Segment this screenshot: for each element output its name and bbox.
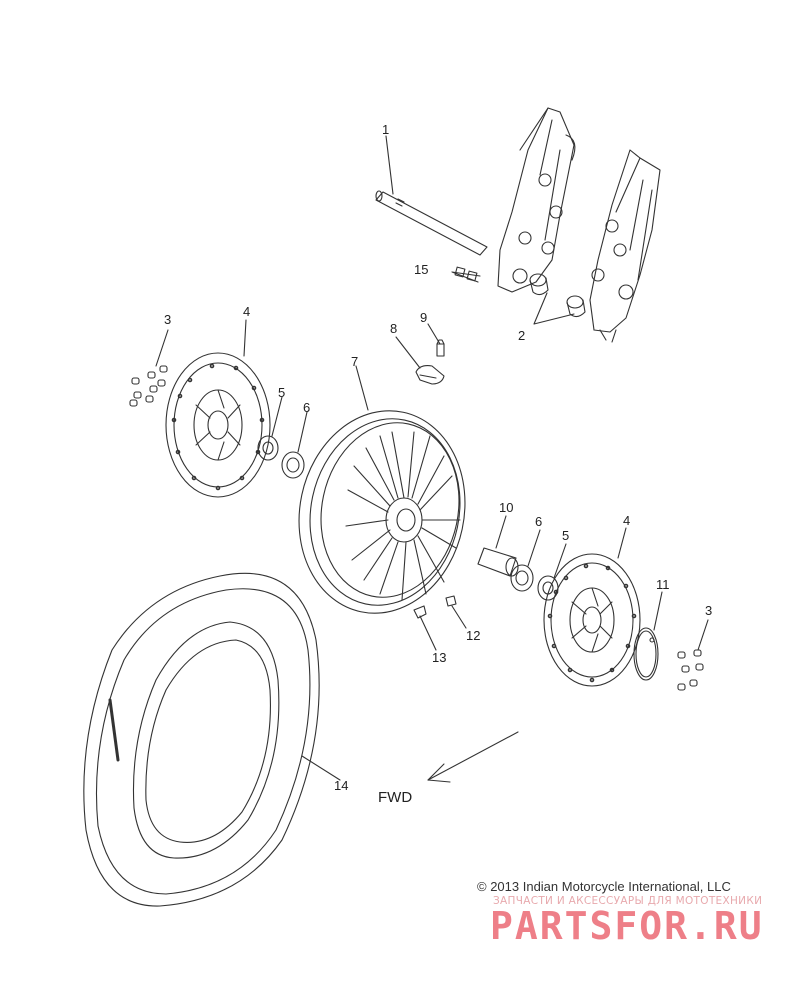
watermark-logo: PARTSFOR.RU <box>490 904 764 948</box>
callout-14: 14 <box>334 778 348 793</box>
spacers <box>529 273 586 325</box>
wheel-spacer <box>477 515 519 577</box>
callout-4: 4 <box>243 304 250 319</box>
tire <box>83 572 341 907</box>
callout-7: 7 <box>351 354 358 369</box>
callout-3-right: 3 <box>705 603 712 618</box>
callout-4-right: 4 <box>623 513 630 528</box>
forward-arrow <box>427 731 519 783</box>
axle <box>375 135 488 256</box>
callout-10: 10 <box>499 500 513 515</box>
brake-rotor-left <box>165 319 271 498</box>
rotor-bolts-left <box>129 329 169 407</box>
watermark-subtitle: ЗАПЧАСТИ И АКСЕССУАРЫ ДЛЯ МОТОТЕХНИКИ <box>493 895 763 907</box>
callout-8: 8 <box>390 321 397 336</box>
callout-15: 15 <box>414 262 428 277</box>
callout-6-right: 6 <box>535 514 542 529</box>
pinch-screws <box>451 266 481 283</box>
callout-1: 1 <box>382 122 389 137</box>
valve-stem <box>413 595 467 651</box>
callout-3: 3 <box>164 312 171 327</box>
copyright-notice: © 2013 Indian Motorcycle International, … <box>477 879 731 894</box>
fork-assembly <box>497 107 661 343</box>
callout-labels: 1 2 3 4 5 6 7 8 9 10 6 5 4 11 3 12 13 14… <box>164 122 712 806</box>
callout-12: 12 <box>466 628 480 643</box>
callout-11: 11 <box>656 577 670 592</box>
direction-label: FWD <box>378 789 412 806</box>
callout-2: 2 <box>518 328 525 343</box>
callout-5: 5 <box>278 385 285 400</box>
callout-6: 6 <box>303 400 310 415</box>
callout-5-right: 5 <box>562 528 569 543</box>
tone-ring <box>633 591 663 681</box>
wheel-rim <box>298 365 466 614</box>
rotor-bolts-right <box>677 619 709 691</box>
callout-13: 13 <box>432 650 446 665</box>
callout-9: 9 <box>420 310 427 325</box>
speed-sensor <box>395 323 445 385</box>
seal-bearing-left <box>257 396 308 479</box>
brake-rotor-right <box>543 527 641 687</box>
